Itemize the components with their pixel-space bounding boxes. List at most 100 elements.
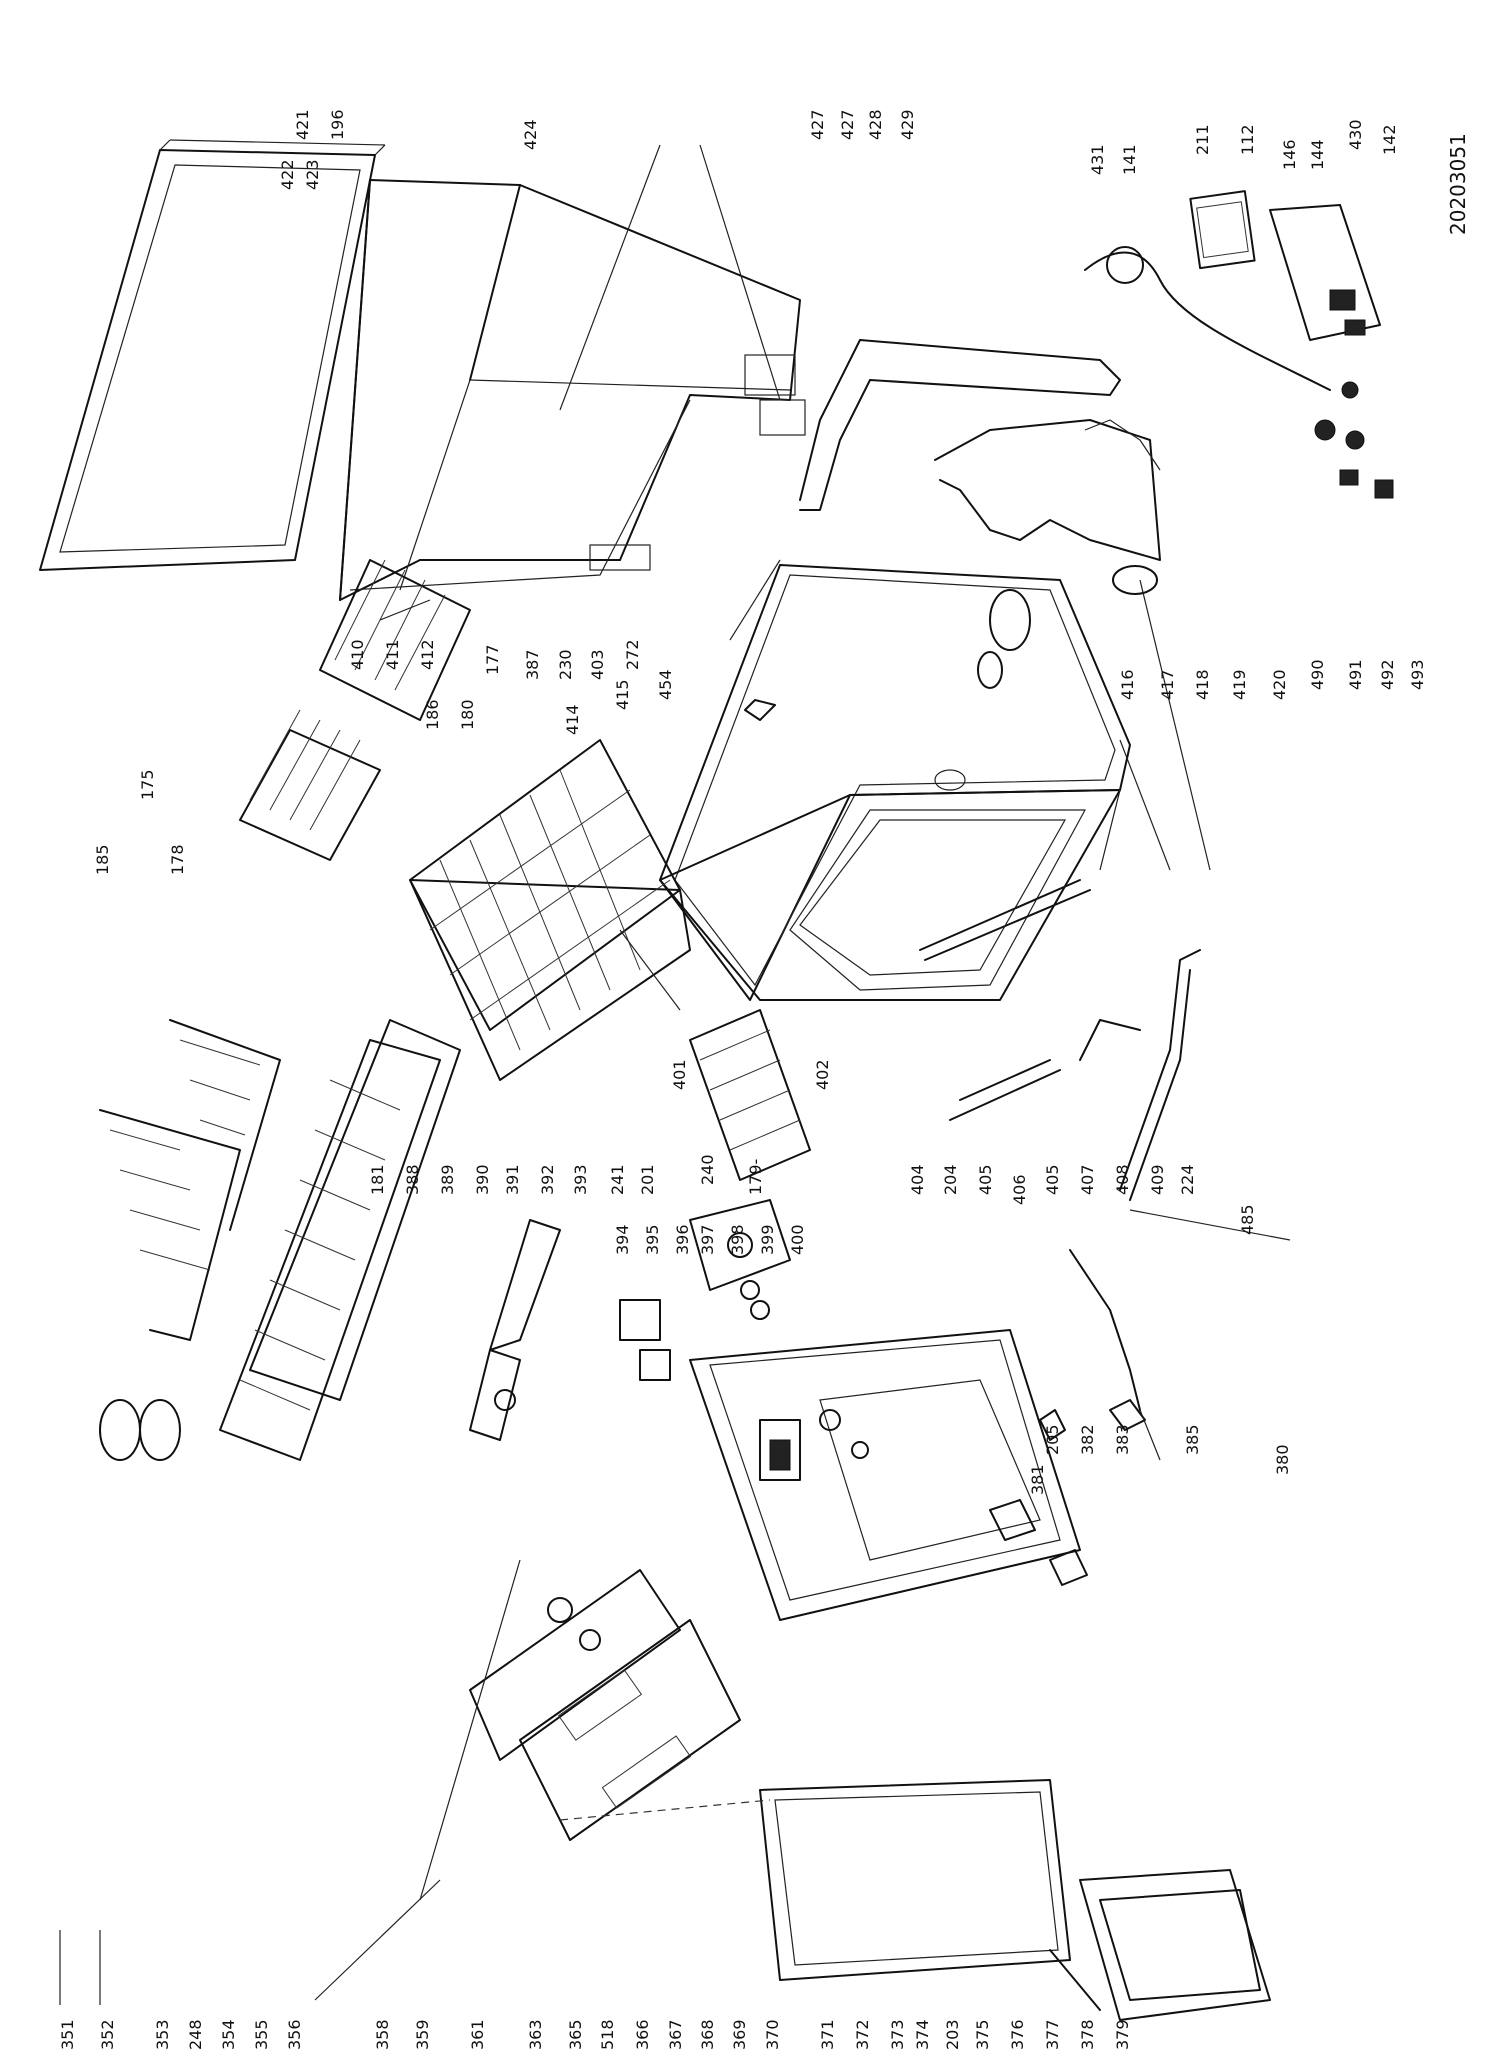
lower-basket	[219, 1019, 461, 1461]
worktop-panel	[39, 139, 386, 571]
part-label-381: 381	[1028, 1464, 1047, 1495]
part-label-241: 241	[608, 1164, 627, 1195]
part-label-397: 397	[698, 1224, 717, 1255]
electrical-block	[1084, 190, 1394, 499]
part-label-412: 412	[418, 639, 437, 670]
kick-plate	[1049, 1869, 1271, 2021]
part-label-368: 368	[698, 2019, 717, 2050]
leader-lines	[59, 144, 1291, 2005]
hinge-spring	[1039, 1249, 1146, 1441]
part-label-493: 493	[1408, 659, 1427, 690]
rails	[919, 879, 1201, 1201]
part-label-491: 491	[1346, 659, 1365, 690]
part-label-248: 248	[186, 2019, 205, 2050]
cutlery-basket	[689, 1009, 811, 1181]
part-label-180: 180	[458, 699, 477, 730]
part-label-406: 406	[1010, 1174, 1029, 1205]
dispenser	[619, 1199, 791, 1381]
part-label-490: 490	[1308, 659, 1327, 690]
part-label-379: 379	[1113, 2019, 1132, 2050]
side-rail	[799, 339, 1121, 511]
part-label-378: 378	[1078, 2019, 1097, 2050]
part-label-394: 394	[613, 1224, 632, 1255]
dish-racks	[99, 1019, 281, 1341]
part-label-427-b: 427	[838, 109, 857, 140]
part-label-410: 410	[348, 639, 367, 670]
part-label-392: 392	[538, 1164, 557, 1195]
part-label-399: 399	[758, 1224, 777, 1255]
part-label-361: 361	[468, 2019, 487, 2050]
part-label-383: 383	[1113, 1424, 1132, 1455]
part-label-492: 492	[1378, 659, 1397, 690]
document-number: 20203051	[1446, 133, 1470, 235]
part-label-405-b: 405	[1043, 1164, 1062, 1195]
part-label-403: 403	[588, 649, 607, 680]
part-label-454: 454	[656, 669, 675, 700]
part-label-376: 376	[1008, 2019, 1027, 2050]
part-label-402: 402	[813, 1059, 832, 1090]
part-label-431: 431	[1088, 144, 1107, 175]
part-label-417: 417	[1158, 669, 1177, 700]
part-label-391: 391	[503, 1164, 522, 1195]
part-label-416: 416	[1118, 669, 1137, 700]
part-label-408: 408	[1113, 1164, 1132, 1195]
part-label-428: 428	[866, 109, 885, 140]
part-label-375: 375	[973, 2019, 992, 2050]
part-label-204: 204	[941, 1164, 960, 1195]
part-label-427-a: 427	[808, 109, 827, 140]
part-label-421: 421	[293, 109, 312, 140]
upper-basket	[409, 739, 691, 1081]
part-label-418: 418	[1193, 669, 1212, 700]
part-label-141: 141	[1120, 144, 1139, 175]
part-label-363: 363	[526, 2019, 545, 2050]
part-label-415: 415	[613, 679, 632, 710]
part-label-404: 404	[908, 1164, 927, 1195]
part-label-175: 175	[138, 769, 157, 800]
part-label-388: 388	[403, 1164, 422, 1195]
part-label-398: 398	[728, 1224, 747, 1255]
part-label-356: 356	[285, 2019, 304, 2050]
part-label-429: 429	[898, 109, 917, 140]
part-label-393: 393	[571, 1164, 590, 1195]
base-panel	[934, 419, 1161, 561]
part-label-369: 369	[730, 2019, 749, 2050]
part-label-146: 146	[1280, 139, 1299, 170]
part-label-405-a: 405	[976, 1164, 995, 1195]
part-label-380: 380	[1273, 1444, 1292, 1475]
part-label-354: 354	[219, 2019, 238, 2050]
part-label-205: 205	[1043, 1424, 1062, 1455]
part-label-352: 352	[98, 2019, 117, 2050]
part-label-419: 419	[1230, 669, 1249, 700]
part-label-370: 370	[763, 2019, 782, 2050]
part-label-422: 422	[278, 159, 297, 190]
part-label-414: 414	[563, 704, 582, 735]
part-label-409: 409	[1148, 1164, 1167, 1195]
part-label-377: 377	[1043, 2019, 1062, 2050]
part-label-358: 358	[373, 2019, 392, 2050]
part-label-423: 423	[303, 159, 322, 190]
part-label-374: 374	[913, 2019, 932, 2050]
part-label-420: 420	[1270, 669, 1289, 700]
part-label-144: 144	[1308, 139, 1327, 170]
part-label-196: 196	[328, 109, 347, 140]
part-label-372: 372	[853, 2019, 872, 2050]
cup-rack	[239, 559, 471, 861]
part-label-411: 411	[383, 639, 402, 670]
part-label-396: 396	[673, 1224, 692, 1255]
part-label-366: 366	[633, 2019, 652, 2050]
part-label-387: 387	[523, 649, 542, 680]
part-label-211: 211	[1193, 124, 1212, 155]
part-label-430: 430	[1346, 119, 1365, 150]
inner-door	[689, 1329, 1081, 1621]
part-label-401: 401	[670, 1059, 689, 1090]
part-label-186: 186	[423, 699, 442, 730]
part-label-240: 240	[698, 1154, 717, 1185]
part-label-224: 224	[1178, 1164, 1197, 1195]
part-label-371: 371	[818, 2019, 837, 2050]
part-label-518: 518	[598, 2019, 617, 2050]
part-label-201: 201	[638, 1164, 657, 1195]
spray-arm	[99, 1219, 561, 1461]
cabinet-frame	[339, 179, 806, 601]
